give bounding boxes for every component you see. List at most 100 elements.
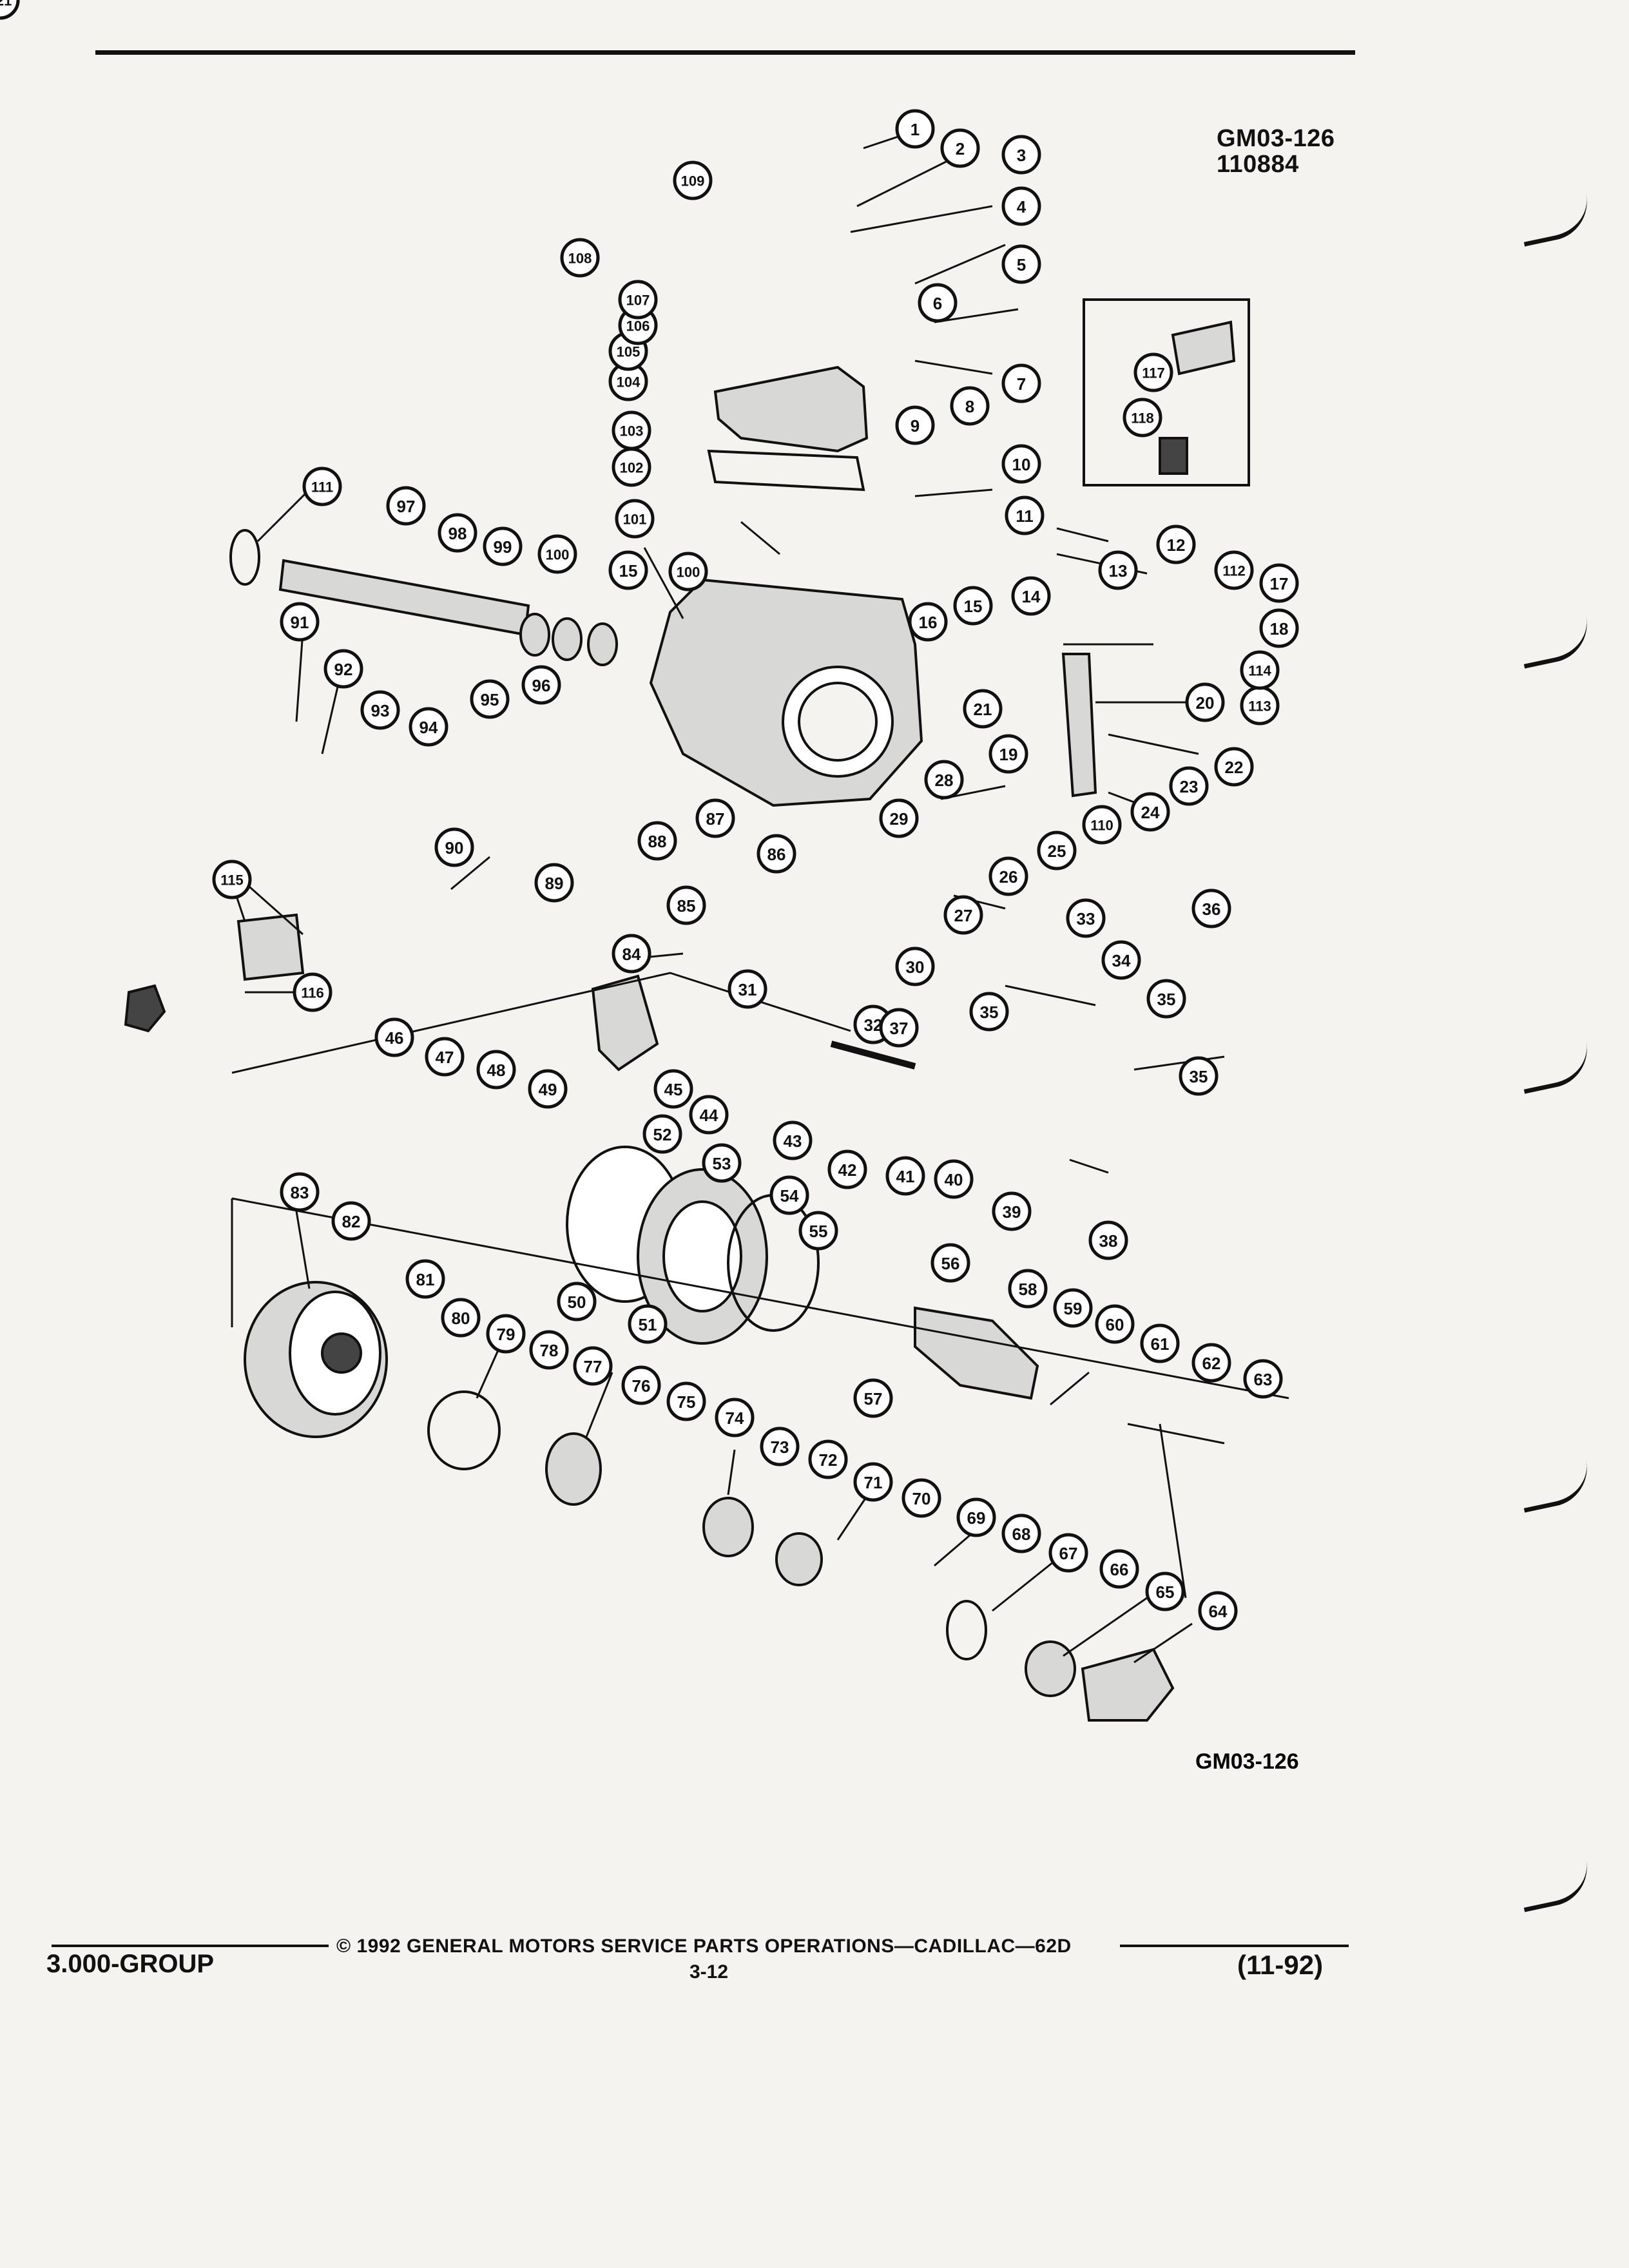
callout-label: 55 — [809, 1222, 828, 1241]
part-piston-73 — [775, 1532, 823, 1586]
callout-circle — [386, 486, 426, 526]
part-ring-101 — [552, 617, 583, 661]
callout-circle — [441, 1298, 481, 1338]
callout-label: 33 — [1077, 909, 1095, 928]
callout-115: 115 — [212, 860, 252, 899]
callout-67: 67 — [1048, 1533, 1088, 1573]
callout-95: 95 — [470, 679, 510, 719]
callout-label: 58 — [1019, 1280, 1037, 1299]
callout-label: 40 — [945, 1170, 963, 1189]
part-seal-69 — [946, 1600, 987, 1660]
callout-circle — [608, 550, 648, 590]
callout-circle — [528, 1069, 568, 1109]
callout-20: 20 — [1185, 682, 1225, 722]
callout-circle — [1001, 244, 1041, 284]
callout-circle — [956, 1497, 996, 1537]
part-solenoid — [236, 913, 305, 981]
callout-circle — [773, 1120, 813, 1160]
callout-circle — [901, 1478, 941, 1518]
callout-72: 72 — [808, 1439, 848, 1479]
callout-1: 1 — [895, 109, 935, 149]
callout-circle — [760, 1427, 800, 1466]
callout-38: 38 — [1088, 1220, 1128, 1260]
callout-circle — [425, 1037, 465, 1077]
callout-circle — [1156, 524, 1196, 564]
callout-label: 29 — [890, 809, 909, 829]
callout-circle — [853, 1378, 893, 1418]
callout-circle — [695, 798, 735, 838]
callout-label: 121 — [0, 0, 12, 9]
callout-label: 43 — [784, 1131, 802, 1151]
callout-circle — [827, 1149, 867, 1189]
callout-69: 69 — [956, 1497, 996, 1537]
callout-label: 108 — [568, 251, 592, 267]
callout-label: 56 — [941, 1254, 960, 1273]
callout-100: 100 — [537, 534, 577, 574]
part-plug-121 — [1159, 437, 1188, 475]
bottom-figure-code: GM03-126 — [1195, 1749, 1299, 1774]
callout-76: 76 — [621, 1365, 661, 1405]
callout-circle — [1214, 747, 1254, 787]
callout-label: 83 — [291, 1183, 309, 1202]
callout-label: 15 — [619, 561, 638, 581]
callout-label: 31 — [738, 980, 757, 999]
callout-label: 21 — [974, 700, 992, 719]
callout-label: 74 — [726, 1408, 744, 1428]
callout-label: 35 — [1190, 1067, 1208, 1086]
callout-label: 65 — [1156, 1582, 1175, 1602]
callout-label: 23 — [1180, 777, 1199, 796]
callout-circle — [470, 679, 510, 719]
part-delivery-valve — [1081, 1648, 1175, 1722]
callout-label: 11 — [1016, 506, 1034, 526]
callout-label: 5 — [1017, 255, 1026, 274]
callout-circle — [1011, 576, 1051, 616]
callout-66: 66 — [1099, 1549, 1139, 1589]
callout-label: 75 — [677, 1392, 696, 1412]
callout-100: 100 — [668, 552, 708, 591]
callout-circle — [757, 834, 796, 874]
callout-label: 53 — [713, 1154, 731, 1173]
callout-83: 83 — [280, 1172, 320, 1212]
callout-47: 47 — [425, 1037, 465, 1077]
callout-30: 30 — [895, 947, 935, 986]
callout-label: 89 — [545, 874, 564, 893]
part-snap-ring-80 — [427, 1390, 501, 1470]
callout-label: 107 — [626, 293, 650, 309]
callout-2: 2 — [940, 128, 980, 168]
leader-lines — [231, 134, 1225, 1664]
callout-84: 84 — [612, 934, 651, 974]
callout-label: 76 — [632, 1376, 651, 1396]
callout-circle — [885, 1156, 925, 1196]
callout-circle — [628, 1304, 668, 1344]
callout-label: 101 — [623, 512, 647, 528]
callout-circle — [615, 499, 655, 539]
callout-label: 71 — [864, 1473, 883, 1492]
callout-109: 109 — [673, 160, 713, 200]
callout-13: 13 — [1098, 550, 1138, 590]
callout-circle — [1001, 135, 1041, 175]
callout-label: 115 — [220, 872, 244, 889]
callout-label: 72 — [819, 1450, 838, 1470]
callout-label: 69 — [967, 1508, 986, 1528]
callout-99: 99 — [483, 526, 523, 566]
callout-98: 98 — [438, 513, 477, 553]
callout-circle — [963, 689, 1003, 729]
callout-circle — [1133, 352, 1173, 392]
callout-54: 54 — [769, 1175, 809, 1215]
callout-78: 78 — [529, 1330, 569, 1370]
callout-55: 55 — [798, 1211, 838, 1251]
callout-label: 66 — [1110, 1560, 1129, 1579]
callout-circle — [1088, 1220, 1128, 1260]
callout-75: 75 — [666, 1381, 706, 1421]
callout-circle — [969, 992, 1009, 1032]
callout-71: 71 — [853, 1462, 893, 1502]
callout-8: 8 — [950, 386, 990, 426]
callout-label: 80 — [452, 1309, 470, 1328]
part-plug — [124, 984, 166, 1033]
callout-22: 22 — [1214, 747, 1254, 787]
callout-circle — [943, 895, 983, 935]
callout-label: 73 — [771, 1437, 789, 1457]
callout-circle — [879, 798, 919, 838]
callout-circle — [930, 1243, 970, 1283]
